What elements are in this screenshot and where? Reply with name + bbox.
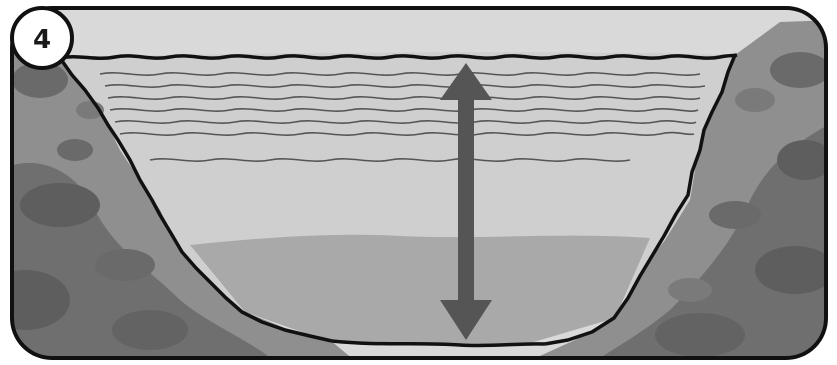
right-rock-1 [770, 52, 830, 88]
right-rock-7 [655, 313, 745, 357]
left-rock-2 [57, 139, 93, 161]
right-rock-4 [709, 201, 761, 229]
left-rock-6 [112, 310, 188, 350]
right-rock-2 [735, 88, 775, 112]
left-rock-4 [95, 249, 155, 281]
right-rock-5 [755, 246, 835, 294]
left-rock-3 [20, 183, 100, 227]
step-number-badge: 4 [12, 8, 72, 68]
step-number: 4 [33, 25, 51, 55]
right-rock-6 [668, 278, 712, 302]
arrow-shaft [458, 98, 474, 302]
